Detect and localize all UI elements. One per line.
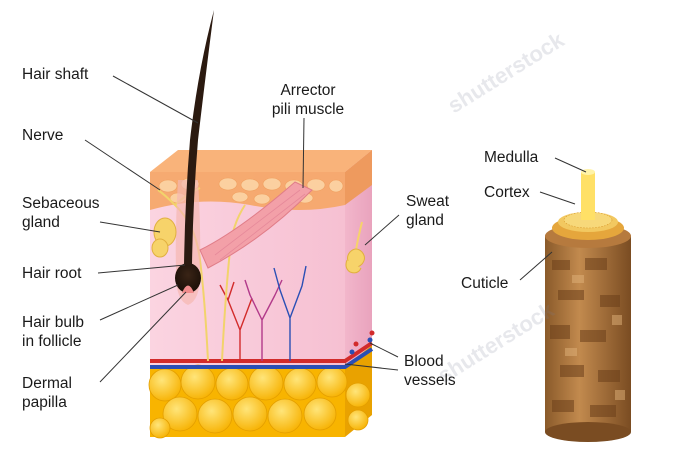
hair-shaft	[184, 10, 214, 265]
skin-block	[148, 10, 375, 439]
label-hair-root: Hair root	[22, 265, 82, 282]
label-arrector-pili-muscle: Arrector pili muscle	[271, 82, 345, 118]
arrector-pili-shape	[199, 181, 313, 269]
label-dermal-papilla: Dermal papilla	[22, 375, 72, 411]
leader-lines	[84, 75, 587, 383]
dermal-papilla	[182, 285, 194, 293]
vein-base	[150, 347, 374, 369]
epidermis-top	[150, 150, 372, 172]
label-cortex: Cortex	[484, 184, 530, 201]
hair-cross-section	[545, 169, 631, 442]
label-nerve: Nerve	[22, 127, 64, 144]
fat-cells	[148, 364, 371, 439]
sebaceous-gland-shape	[151, 217, 177, 258]
label-cuticle: Cuticle	[461, 275, 509, 292]
hair-bulb	[175, 263, 201, 293]
label-hair-bulb: Hair bulb in follicle	[22, 314, 85, 350]
label-blood-vessels: Blood vessels	[404, 353, 456, 389]
sweat-gland-shape	[345, 221, 365, 274]
label-sebaceous-gland: Sebaceous gland	[22, 195, 100, 231]
artery-base	[150, 341, 374, 363]
capillaries	[219, 265, 307, 361]
label-medulla: Medulla	[484, 149, 539, 166]
label-sweat-gland: Sweat gland	[406, 193, 450, 229]
label-hair-shaft: Hair shaft	[22, 66, 89, 83]
medulla-core	[581, 172, 595, 220]
